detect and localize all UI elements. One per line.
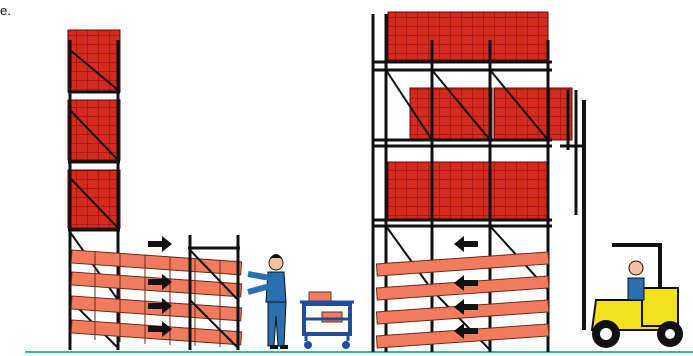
pallet-load [68,170,120,228]
right-pallet-rack [372,12,572,352]
carton-lane [71,320,241,345]
picker-worker [248,254,288,349]
pallet-load [494,88,572,140]
forklift [560,90,683,348]
picking-cart [300,292,354,349]
pallet-load [68,30,120,92]
pallet-load [388,162,548,220]
carton-lane [376,252,548,276]
pallet-load [410,88,492,140]
pallet-load [388,12,548,60]
left-carton-flow-rack [71,235,241,350]
pallet-load [68,100,120,160]
